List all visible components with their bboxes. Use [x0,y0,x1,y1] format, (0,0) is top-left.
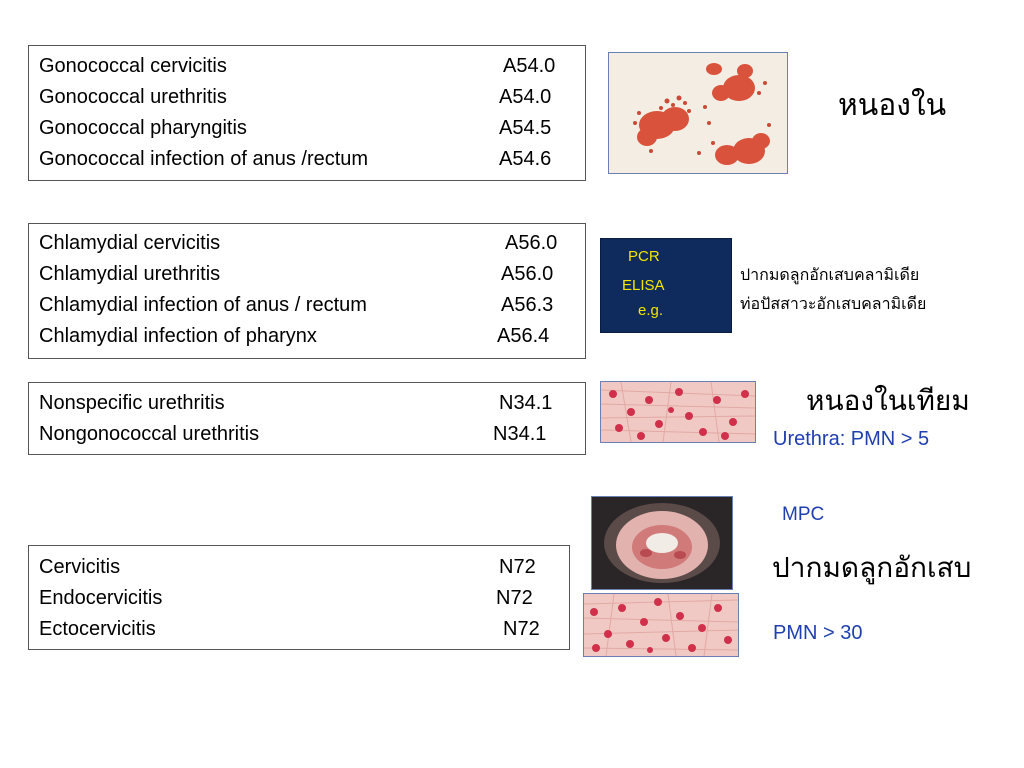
cervix-photo-image [591,496,733,590]
cervicitis-row-3-code: N72 [503,618,540,640]
urethral-smear-pmn-image [600,381,756,443]
gonococcal-row-3-code: A54.5 [499,117,552,139]
cervicitis-row-1-code: N72 [499,556,536,578]
lab-tests-box: PCR ELISA e.g. [600,238,732,333]
chlamydial-row-1-name: Chlamydial cervicitis [39,232,221,254]
chlamydial-cervicitis-thai: ปากมดลูกอักเสบคลามิเดีย [740,265,920,284]
gonococcal-row-4-code: A54.6 [499,148,552,170]
cervix-pmn-criteria: PMN > 30 [773,622,863,644]
gonococcal-row-2-name: Gonococcal urethritis [39,86,227,108]
chlamydial-row-2-name: Chlamydial urethritis [39,263,221,285]
cervical-smear-pmn-image [583,593,739,657]
chlamydial-codes-box: Chlamydial cervicitis A56.0 Chlamydial u… [28,223,586,359]
nonspecific-row-1-code: N34.1 [499,392,553,414]
cervicitis-thai-label: ปากมดลูกอักเสบ [772,551,972,584]
gonorrhea-thai-label: หนองใน [838,88,947,123]
mpc-label: MPC [782,504,825,525]
test-elisa-label: ELISA [622,277,665,294]
nonspecific-codes-box: Nonspecific urethritis N34.1 Nongonococc… [28,382,586,455]
urethra-pmn-criteria: Urethra: PMN > 5 [773,428,930,450]
test-pcr-label: PCR [628,248,660,265]
cervicitis-codes-box: Cervicitis N72 Endocervicitis N72 Ectoce… [28,545,570,650]
chlamydial-row-4-code: A56.4 [497,325,550,347]
gonococcal-row-4-name: Gonococcal infection of anus /rectum [39,148,369,170]
nonspecific-row-2-code: N34.1 [493,423,547,445]
cervicitis-row-2-name: Endocervicitis [39,587,163,609]
gram-stain-diplococci-image [608,52,788,174]
cervicitis-row-2-code: N72 [496,587,533,609]
test-eg-label: e.g. [638,302,664,319]
chlamydial-urethritis-thai: ท่อปัสสาวะอักเสบคลามิเดีย [740,294,927,313]
cervicitis-row-3-name: Ectocervicitis [39,618,156,640]
gonococcal-row-3-name: Gonococcal pharyngitis [39,117,247,139]
gonococcal-codes-box: Gonococcal cervicitis A54.0 Gonococcal u… [28,45,586,181]
chlamydial-row-4-name: Chlamydial infection of pharynx [39,325,317,347]
chlamydial-row-1-code: A56.0 [505,232,558,254]
gonococcal-row-2-code: A54.0 [499,86,552,108]
gonococcal-row-1-name: Gonococcal cervicitis [39,55,227,77]
nonspecific-row-1-name: Nonspecific urethritis [39,392,225,414]
gonococcal-row-1-code: A54.0 [503,55,556,77]
chlamydial-row-3-name: Chlamydial infection of anus / rectum [39,294,367,316]
nonspecific-row-2-name: Nongonococcal urethritis [39,423,260,445]
chlamydial-row-3-code: A56.3 [501,294,554,316]
cervicitis-row-1-name: Cervicitis [39,556,121,578]
chlamydial-row-2-code: A56.0 [501,263,554,285]
nongonococcal-thai-label: หนองในเทียม [806,384,970,417]
